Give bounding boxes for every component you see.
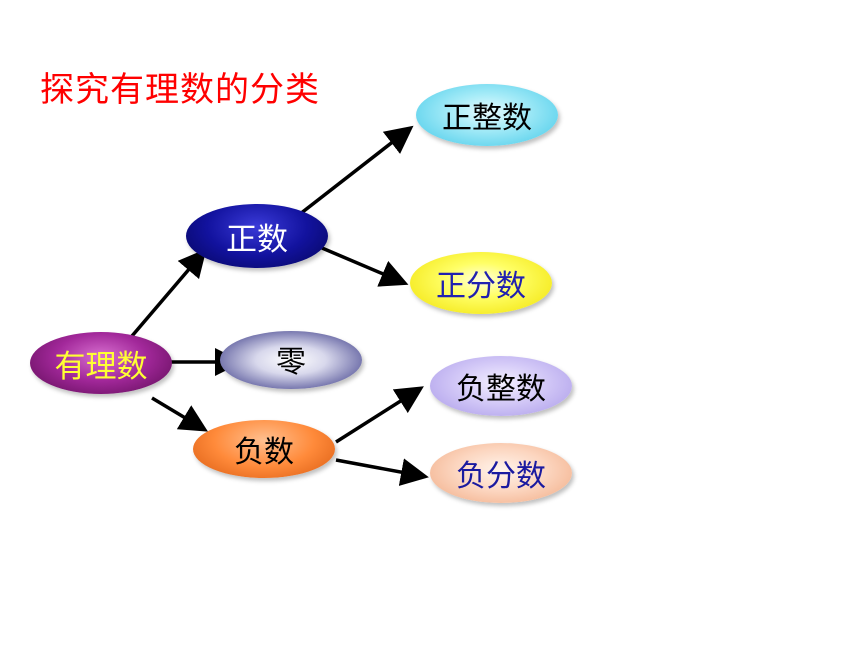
page-title: 探究有理数的分类: [40, 70, 320, 110]
node-positive-integer: 正整数: [416, 84, 558, 146]
arrow-rational-to-positive: [130, 248, 207, 338]
node-negative-integer: 负整数: [430, 356, 572, 416]
arrow-negative-to-negative-integer: [335, 386, 424, 444]
arrow-rational-to-negative: [151, 396, 209, 432]
arrow-positive-to-positive-fraction: [321, 246, 409, 287]
node-positive-number: 正数: [186, 204, 328, 268]
node-zero: 零: [220, 331, 362, 389]
node-positive-fraction: 正分数: [410, 252, 552, 314]
arrow-negative-to-negative-fraction: [335, 458, 429, 486]
arrow-positive-to-positive-integer: [298, 125, 414, 216]
node-negative-fraction: 负分数: [430, 443, 572, 503]
node-rational-number: 有理数: [30, 332, 172, 394]
node-negative-number: 负数: [193, 420, 335, 478]
